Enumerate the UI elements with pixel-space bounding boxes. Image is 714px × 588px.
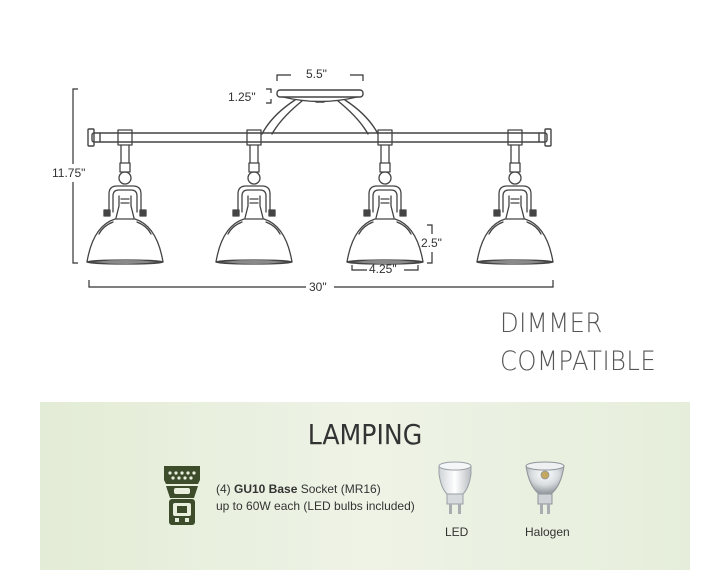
socket-spec: (4) GU10 Base Socket (MR16)	[216, 482, 381, 496]
dim-canopy-width: 5.5"	[306, 67, 327, 81]
spotlight-2	[215, 129, 293, 265]
dim-shade-width: 4.25"	[369, 262, 397, 276]
mounting-bar	[87, 128, 552, 147]
dim-total-width: 30"	[309, 280, 327, 294]
spotlight-1	[86, 129, 164, 265]
dim-line-shade-width	[351, 265, 367, 271]
dim-total-height: 11.75"	[52, 166, 86, 180]
lamping-title: LAMPING	[307, 418, 423, 451]
dimmer-line-2: COMPATIBLE	[500, 346, 657, 377]
dim-line-total-height	[72, 88, 78, 164]
wattage-spec: up to 60W each (LED bulbs included)	[216, 499, 415, 513]
dim-line-total-width	[88, 280, 306, 288]
canopy	[261, 89, 379, 135]
gu10-socket-icon	[164, 466, 200, 525]
spotlight-4	[476, 129, 554, 265]
dim-shade-height: 2.5"	[421, 236, 442, 250]
dim-line-canopy-width	[276, 74, 291, 81]
fixture-diagram	[72, 74, 554, 288]
led-bulb-icon	[438, 461, 472, 514]
halogen-bulb-icon	[525, 461, 565, 514]
dim-line-shade-height	[427, 224, 433, 234]
dim-canopy-height: 1.25"	[228, 90, 256, 104]
halogen-label: Halogen	[525, 525, 570, 539]
led-label: LED	[445, 525, 469, 539]
dimmer-line-1: DIMMER	[500, 308, 603, 339]
dim-line-canopy-height	[266, 88, 272, 93]
lamping-panel: LAMPING (4) GU10 Base Socket (MR16) up t…	[40, 402, 690, 570]
spotlight-3	[346, 129, 424, 265]
